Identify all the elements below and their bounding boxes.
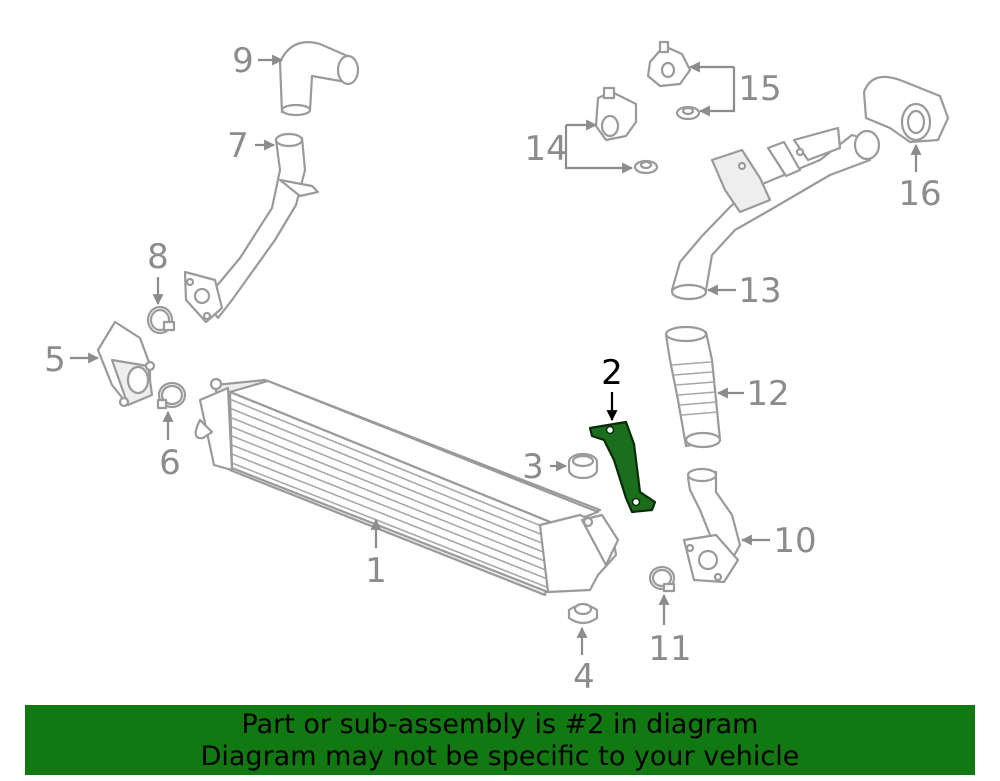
parts-diagram: 1 2 3 4 5 6 7 8 9 10 11 12 13 14 15 16	[44, 40, 950, 697]
part-10-pipe	[682, 467, 742, 584]
callout-16: 16	[898, 174, 941, 214]
callout-5: 5	[44, 340, 66, 380]
part-11-clamp	[648, 565, 676, 593]
callout-12: 12	[746, 374, 789, 414]
info-banner: Part or sub-assembly is #2 in diagram Di…	[25, 705, 975, 775]
callout-4: 4	[573, 657, 595, 697]
callout-15: 15	[738, 69, 781, 109]
part-3-grommet	[567, 452, 599, 480]
callout-8: 8	[147, 237, 169, 277]
part-7-pipe	[183, 132, 320, 324]
part-5-flange	[96, 320, 156, 408]
callout-9: 9	[232, 41, 254, 81]
part-8-clamp	[146, 305, 176, 335]
callout-7: 7	[227, 126, 249, 166]
callout-6: 6	[159, 443, 181, 483]
part-2-bracket	[588, 420, 657, 514]
callout-3: 3	[522, 447, 544, 487]
callout-2: 2	[601, 353, 623, 393]
part-16-boot	[862, 75, 950, 144]
callout-1: 1	[365, 551, 387, 591]
part-15-sensor	[646, 40, 701, 121]
part-9-hose	[278, 41, 360, 117]
callout-13: 13	[738, 271, 781, 311]
part-13-pipe	[670, 126, 881, 301]
banner-line-part: Part or sub-assembly is #2 in diagram	[241, 709, 759, 740]
part-14-sensor	[594, 86, 659, 175]
callout-labels: 1 2 3 4 5 6 7 8 9 10 11 12 13 14 15 16	[44, 41, 941, 697]
callout-10: 10	[773, 521, 816, 561]
part-4-grommet	[567, 602, 599, 625]
part-1-intercooler	[194, 377, 620, 597]
banner-line-disclaimer: Diagram may not be specific to your vehi…	[200, 741, 800, 772]
callout-14: 14	[524, 129, 567, 169]
part-12-hose	[664, 325, 722, 449]
callout-11: 11	[648, 629, 691, 669]
leader-lines	[70, 54, 922, 655]
part-6-clamp	[156, 381, 187, 410]
